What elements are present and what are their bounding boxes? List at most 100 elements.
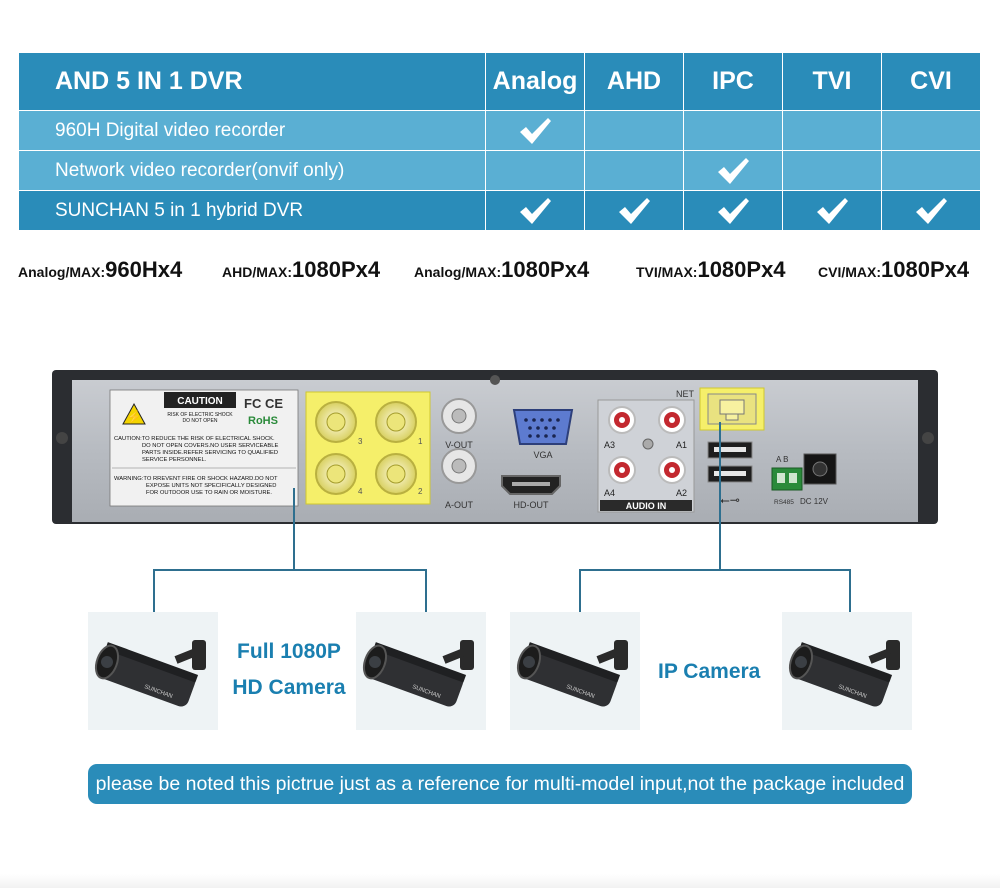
max-spec-label: Analog/MAX: (414, 264, 502, 280)
check-cell (683, 190, 783, 231)
dc-power-jack-icon (803, 453, 837, 485)
hdmi-port-icon (501, 475, 561, 495)
check-cell (782, 190, 882, 231)
hd-camera-label: Full 1080P HD Camera (226, 634, 352, 706)
screw-icon (922, 432, 934, 444)
max-spec-label: CVI/MAX: (818, 264, 881, 280)
warning-text: WARNING:TO RREVENT FIRE OR SHOCK HAZARD.… (114, 476, 278, 482)
caution-text: PARTS INSIDE.REFER SERVICING TO QUALIFIE… (142, 450, 278, 456)
ethernet-port-icon (707, 393, 757, 425)
a-out-connector-icon (441, 448, 477, 484)
column-header: TVI (782, 52, 882, 111)
usb-port-icon (707, 441, 753, 459)
checkmark-icon (520, 117, 551, 144)
a-out-label: A-OUT (445, 500, 474, 510)
bullet-camera-image: SUNCHAN (510, 612, 640, 730)
hd-camera-label-line2: HD Camera (232, 676, 346, 699)
max-spec-value: 960Hx4 (105, 257, 183, 282)
reference-note: please be noted this pictrue just as a r… (88, 764, 912, 804)
bnc-connector-icon (315, 401, 357, 443)
checkmark-icon (619, 197, 650, 224)
column-header: Analog (485, 52, 585, 111)
bnc-number: 1 (418, 437, 423, 446)
bnc-connector-icon (375, 401, 417, 443)
row-label: 960H Digital video recorder (18, 110, 486, 151)
max-spec-value: 1080Px4 (501, 257, 590, 282)
checkmark-icon (718, 197, 749, 224)
svg-text:⚡: ⚡ (127, 410, 142, 424)
caution-title: CAUTION (177, 396, 223, 407)
caution-text: CAUTION:TO REDUCE THE RISK OF ELECTRICAL… (114, 436, 275, 442)
comparison-table: AND 5 IN 1 DVR Analog AHD IPC TVI CVI 96… (18, 52, 981, 231)
row-label: Network video recorder(onvif only) (18, 150, 486, 191)
hd-camera-label-line1: Full 1080P (237, 640, 341, 663)
rca-audio-icon (608, 456, 636, 484)
check-cell (584, 110, 684, 151)
max-spec-label: Analog/MAX: (18, 264, 106, 280)
column-header: AHD (584, 52, 684, 111)
max-spec: Analog/MAX:960Hx4 (18, 257, 182, 283)
check-cell (782, 110, 882, 151)
checkmark-icon (718, 157, 749, 184)
warning-text: EXPOSE UNITS NOT SPECIFICALLY DESIGNED (146, 483, 276, 489)
table-row: 960H Digital video recorder (18, 110, 981, 151)
check-cell (881, 190, 981, 231)
check-cell (683, 110, 783, 151)
check-cell (584, 150, 684, 191)
screw-icon (56, 432, 68, 444)
warning-text: FOR OUTDOOR USE TO RAIN OR MOISTURE. (146, 490, 272, 496)
rs485-label: RS485 (774, 499, 794, 506)
bnc-number: 3 (358, 437, 363, 446)
max-spec-value: 1080Px4 (881, 257, 970, 282)
bnc-connector-icon (315, 453, 357, 495)
check-cell (881, 150, 981, 191)
caution-sub: RISK OF ELECTRIC SHOCK (167, 412, 233, 418)
rs485-ab-label: A B (776, 455, 788, 464)
check-cell (485, 190, 585, 231)
dc-label: DC 12V (800, 497, 829, 506)
max-spec: TVI/MAX:1080Px4 (636, 257, 786, 283)
caution-text: DO NOT OPEN COVERS.NO USER SERVICEABLE (142, 443, 279, 449)
caution-sub: DO NOT OPEN (183, 418, 218, 424)
rca-audio-icon (658, 456, 686, 484)
warning-triangle-icon (122, 402, 146, 425)
max-resolution-line: Analog/MAX:960Hx4 AHD/MAX:1080Px4 Analog… (18, 257, 980, 291)
dvr-rear-panel: ⚡ CAUTION RISK OF ELECTRIC SHOCK DO NOT … (52, 370, 938, 524)
ip-camera-label: IP Camera (658, 660, 761, 683)
max-spec: AHD/MAX:1080Px4 (222, 257, 380, 283)
check-cell (485, 110, 585, 151)
bnc-number: 4 (358, 487, 363, 496)
checkmark-icon (916, 197, 947, 224)
usb-symbol-icon: ⭠⊸ (720, 493, 740, 507)
max-spec-label: AHD/MAX: (222, 264, 292, 280)
rca-audio-icon (658, 406, 686, 434)
max-spec-label: TVI/MAX: (636, 264, 698, 280)
hd-out-label: HD-OUT (514, 500, 549, 510)
bullet-camera-image: SUNCHAN (356, 612, 486, 730)
bullet-camera-image: SUNCHAN (88, 612, 218, 730)
rohs-mark: RoHS (248, 415, 278, 427)
table-row: Network video recorder(onvif only) (18, 150, 981, 191)
table-title: AND 5 IN 1 DVR (18, 52, 486, 111)
max-spec-value: 1080Px4 (697, 257, 786, 282)
column-header: IPC (683, 52, 783, 111)
v-out-connector-icon (441, 398, 477, 434)
max-spec: CVI/MAX:1080Px4 (818, 257, 969, 283)
column-header: CVI (881, 52, 981, 111)
table-header-row: AND 5 IN 1 DVR Analog AHD IPC TVI CVI (18, 52, 981, 111)
check-cell (683, 150, 783, 191)
check-cell (782, 150, 882, 191)
check-cell (584, 190, 684, 231)
v-out-label: V-OUT (445, 440, 473, 450)
bottom-fade (0, 874, 1000, 888)
max-spec-value: 1080Px4 (292, 257, 381, 282)
audio-in-label: AUDIO IN (626, 501, 667, 511)
usb-port-icon (707, 465, 753, 483)
screw-icon (490, 375, 500, 385)
caution-label (109, 389, 299, 507)
ground-screw-icon (642, 438, 654, 450)
check-cell (881, 110, 981, 151)
audio-label: A2 (676, 488, 687, 498)
rca-audio-icon (608, 406, 636, 434)
checkmark-icon (520, 197, 551, 224)
